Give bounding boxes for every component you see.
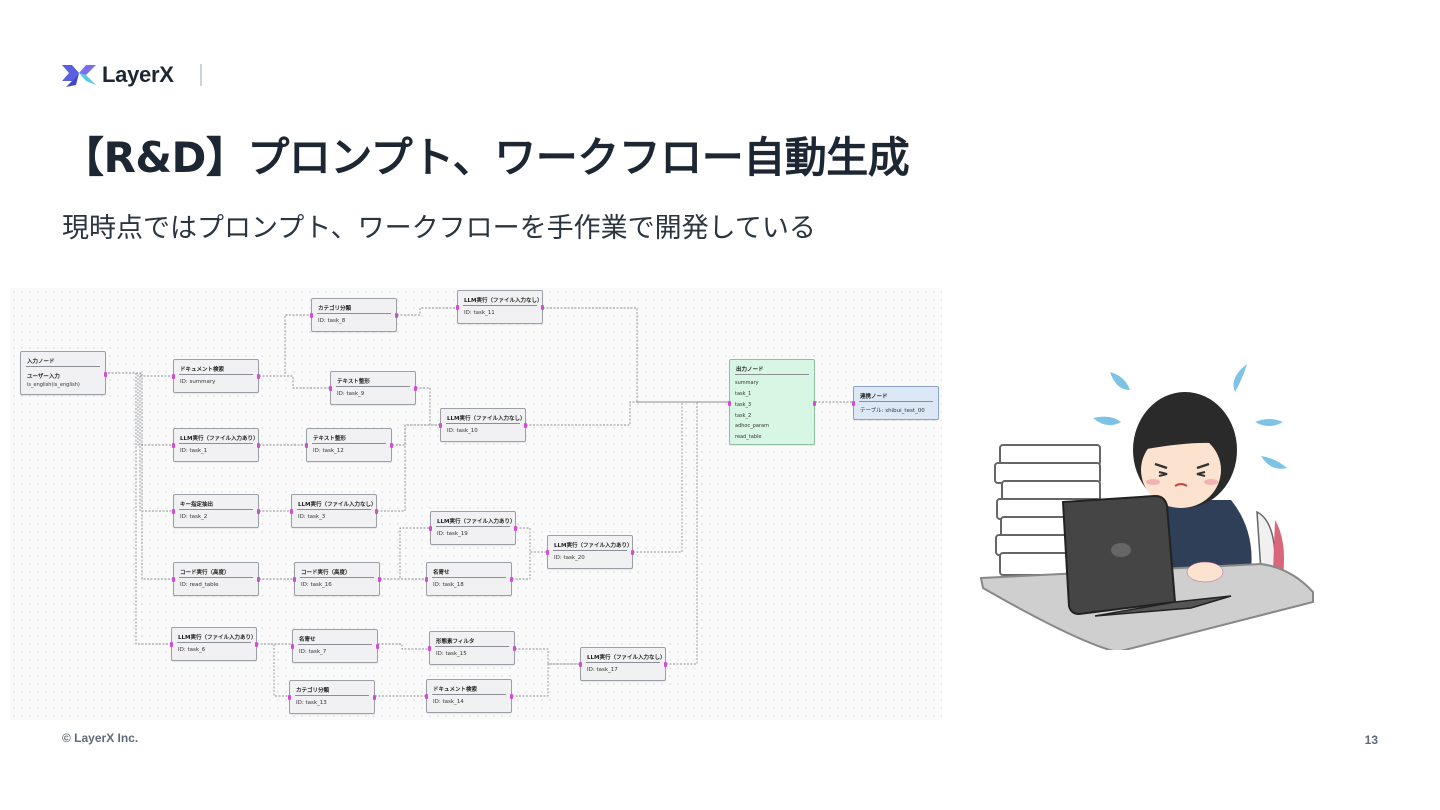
output-port[interactable] — [414, 386, 417, 391]
input-port[interactable] — [288, 695, 291, 700]
workflow-canvas: 入力ノード ユーザー入力 is_english(is_english) ドキュメ… — [10, 288, 942, 720]
output-port[interactable] — [510, 577, 513, 582]
input-port[interactable] — [293, 577, 296, 582]
edge — [512, 663, 580, 697]
output-port[interactable] — [813, 401, 816, 406]
output-port[interactable] — [255, 642, 258, 647]
layerx-logo-icon — [62, 65, 96, 87]
workflow-node[interactable]: LLM実行（ファイル入力なし）ID: task_11 — [456, 290, 544, 324]
workflow-node[interactable]: LLM実行（ファイル入力あり）ID: task_19 — [429, 511, 517, 545]
output-port[interactable] — [257, 509, 260, 514]
input-port[interactable] — [170, 642, 173, 647]
output-port[interactable] — [510, 694, 513, 699]
input-port[interactable] — [852, 401, 855, 406]
edge — [108, 372, 172, 512]
input-port[interactable] — [439, 423, 442, 428]
edge — [378, 643, 429, 650]
output-port[interactable] — [631, 550, 634, 555]
workflow-node[interactable]: LLM実行（ファイル入力なし）ID: task_10 — [439, 408, 527, 442]
edge — [633, 401, 729, 553]
output-port[interactable] — [376, 644, 379, 649]
edge — [108, 372, 172, 580]
edge — [377, 424, 440, 512]
workflow-node[interactable]: コード実行（高度）ID: task_16 — [293, 562, 381, 596]
workflow-node[interactable]: LLM実行（ファイル入力なし）ID: task_3 — [290, 494, 378, 528]
input-port[interactable] — [728, 401, 731, 406]
output-port[interactable] — [257, 443, 260, 448]
edge — [416, 387, 440, 426]
edge — [512, 551, 547, 580]
output-port[interactable] — [378, 577, 381, 582]
output-port[interactable] — [390, 443, 393, 448]
input-port[interactable] — [425, 694, 428, 699]
edge — [526, 401, 729, 426]
workflow-edges — [108, 307, 853, 697]
workflow-node[interactable]: LLM実行（ファイル入力なし）ID: task_17 — [579, 647, 667, 681]
slide-title: 【R&D】プロンプト、ワークフロー自動生成 — [62, 133, 910, 182]
link-node[interactable]: 連携ノードテーブル: shibui_test_00 — [852, 386, 939, 420]
edge — [257, 643, 288, 697]
output-port[interactable] — [257, 374, 260, 379]
copyright: © LayerX Inc. — [62, 731, 139, 745]
edge — [380, 527, 430, 580]
edge — [516, 527, 547, 553]
brand-name: LayerX — [102, 62, 174, 87]
input-port[interactable] — [172, 509, 175, 514]
output-port[interactable] — [104, 372, 107, 377]
output-port[interactable] — [395, 313, 398, 318]
edge — [259, 314, 310, 377]
workflow-node[interactable]: LLM実行（ファイル入力あり）ID: task_1 — [172, 428, 260, 462]
input-port[interactable] — [456, 305, 459, 310]
input-port[interactable] — [172, 374, 175, 379]
edge — [666, 401, 729, 665]
input-port[interactable] — [290, 509, 293, 514]
edge — [515, 648, 580, 665]
workflow-node[interactable]: LLM実行（ファイル入力あり）ID: task_6 — [170, 627, 258, 661]
input-port[interactable] — [428, 646, 431, 651]
output-port[interactable] — [524, 423, 527, 428]
stressed-worker-illustration — [979, 364, 1314, 650]
output-port[interactable] — [257, 577, 260, 582]
output-node[interactable]: 出力ノード summary task_1 task_3 task_2 adhoc… — [728, 359, 816, 445]
input-port[interactable] — [546, 550, 549, 555]
input-port[interactable] — [425, 577, 428, 582]
output-port[interactable] — [514, 526, 517, 531]
edge — [108, 372, 170, 645]
workflow-node[interactable]: LLM実行（ファイル入力あり）ID: task_20 — [546, 535, 634, 569]
workflow-node[interactable]: コード実行（高度）ID: read_table — [172, 562, 260, 596]
output-port[interactable] — [375, 509, 378, 514]
edge — [392, 424, 440, 446]
input-port[interactable] — [310, 313, 313, 318]
output-port[interactable] — [541, 305, 544, 310]
input-port[interactable] — [305, 443, 308, 448]
input-port[interactable] — [172, 577, 175, 582]
output-port[interactable] — [664, 662, 667, 667]
brand-logo: LayerX — [62, 60, 174, 90]
input-port[interactable] — [172, 443, 175, 448]
slide-subtitle: 現時点ではプロンプト、ワークフローを手作業で開発している — [62, 213, 816, 244]
edge — [259, 375, 330, 389]
edge — [397, 307, 457, 316]
input-port[interactable] — [291, 644, 294, 649]
input-port[interactable] — [329, 386, 332, 391]
output-port[interactable] — [513, 646, 516, 651]
logo-divider — [200, 64, 202, 86]
output-port[interactable] — [373, 695, 376, 700]
edge — [543, 307, 729, 403]
page-number: 13 — [1364, 733, 1378, 747]
input-node[interactable]: 入力ノード ユーザー入力 is_english(is_english) — [20, 351, 107, 395]
input-port[interactable] — [579, 662, 582, 667]
input-port[interactable] — [429, 526, 432, 531]
